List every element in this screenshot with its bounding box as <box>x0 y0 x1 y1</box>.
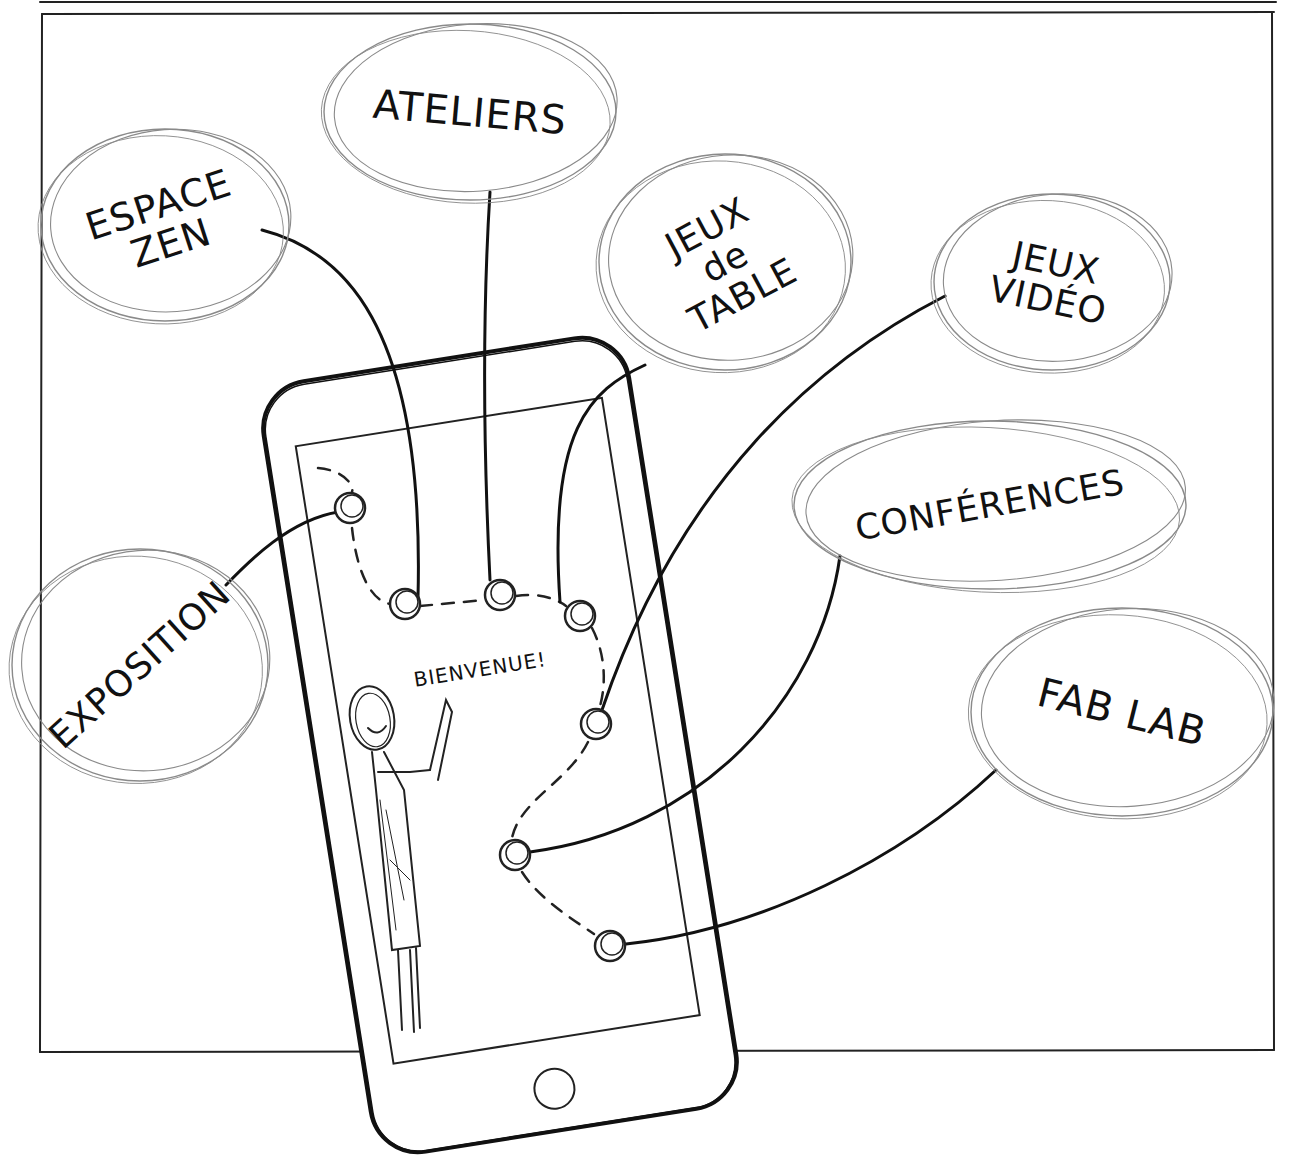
bubble-label: ATELIERS <box>329 79 612 145</box>
route-dot-inner <box>341 495 363 517</box>
leader-line <box>226 512 338 585</box>
bubble-label: JEUX de TABLE <box>637 179 814 345</box>
bubble-ring <box>938 186 1178 369</box>
bubble-ring <box>317 23 615 210</box>
bubble-ring <box>591 155 851 379</box>
bubble-ring <box>927 195 1169 379</box>
bubble-ring <box>602 147 860 369</box>
phone-screen <box>296 398 700 1064</box>
dashed-route <box>318 468 604 934</box>
route-segment <box>420 600 484 606</box>
route-dot <box>335 493 365 523</box>
bubble-ring <box>44 121 297 320</box>
figure-head <box>345 683 399 754</box>
route-segment <box>592 628 604 706</box>
route-dot <box>565 601 595 631</box>
route-segment <box>512 742 588 838</box>
figure-legs <box>398 948 420 1032</box>
bubble-ring <box>14 542 277 779</box>
bubble-node: ESPACE ZEN <box>37 125 293 325</box>
bubble-ring <box>3 550 268 790</box>
bubble-node: JEUX de TABLE <box>595 150 855 374</box>
frame-line <box>40 14 42 1052</box>
bubble-ring <box>788 417 1184 602</box>
figure-hatch <box>380 800 410 930</box>
figure-arm <box>378 770 430 772</box>
bubble-label: EXPOSITION <box>29 563 250 768</box>
route-dot <box>595 931 625 961</box>
bubble-ring <box>934 194 1170 370</box>
frame-line <box>42 12 1274 14</box>
route-dot-inner <box>506 842 528 864</box>
bubble-label: FAB LAB <box>1005 664 1238 760</box>
route-dots-sketch <box>341 495 623 955</box>
phone-body <box>256 331 743 1159</box>
route-dot <box>485 580 515 610</box>
phone <box>256 331 743 1159</box>
route-dots <box>335 493 625 961</box>
route-dot <box>390 589 420 619</box>
figure-body <box>372 752 420 950</box>
bubble-ring <box>963 607 1272 826</box>
leader-line <box>262 230 418 598</box>
home-button <box>532 1066 578 1112</box>
bubble-label: JEUX VIDÉO <box>961 227 1143 336</box>
route-dot <box>500 840 530 870</box>
route-dot-inner <box>601 933 623 955</box>
route-segment <box>352 528 390 604</box>
phone-body-sketch <box>259 334 742 1158</box>
bubble-ring <box>800 408 1190 594</box>
frame-line <box>1272 12 1274 1050</box>
bubble-label: ESPACE ZEN <box>62 158 267 293</box>
bubble-ring <box>33 129 288 330</box>
figure-head-sketch <box>352 690 395 749</box>
bubble-node: FAB LAB <box>967 604 1277 820</box>
bubble-label: CONFÉRENCES <box>819 457 1160 552</box>
leader-line <box>530 556 840 852</box>
bubble-node: CONFÉRENCES <box>790 417 1190 593</box>
route-dot <box>581 709 611 739</box>
bubble-ring <box>41 129 289 321</box>
leader-line <box>626 770 996 944</box>
route-segment <box>522 872 594 934</box>
bubble-node: EXPOSITION <box>8 545 272 785</box>
route-dot-inner <box>396 591 418 613</box>
bubble-ring <box>12 549 268 781</box>
welcome-figure <box>345 683 452 1032</box>
bubble-ring <box>329 14 623 201</box>
route-dot-inner <box>491 582 513 604</box>
figure-smile <box>368 726 386 733</box>
bubble-node: ATELIERS <box>320 20 620 204</box>
route-dot-inner <box>571 603 593 625</box>
leader-line <box>558 365 645 602</box>
route-segment <box>318 468 352 496</box>
bubble-node: JEUX VIDÉO <box>930 190 1174 374</box>
leader-lines <box>226 192 996 944</box>
leader-line <box>485 192 490 580</box>
frame-line <box>40 1 1276 3</box>
route-dot-inner <box>587 711 609 733</box>
figure-arm-raised <box>430 700 452 780</box>
bubble-ring <box>599 154 851 370</box>
